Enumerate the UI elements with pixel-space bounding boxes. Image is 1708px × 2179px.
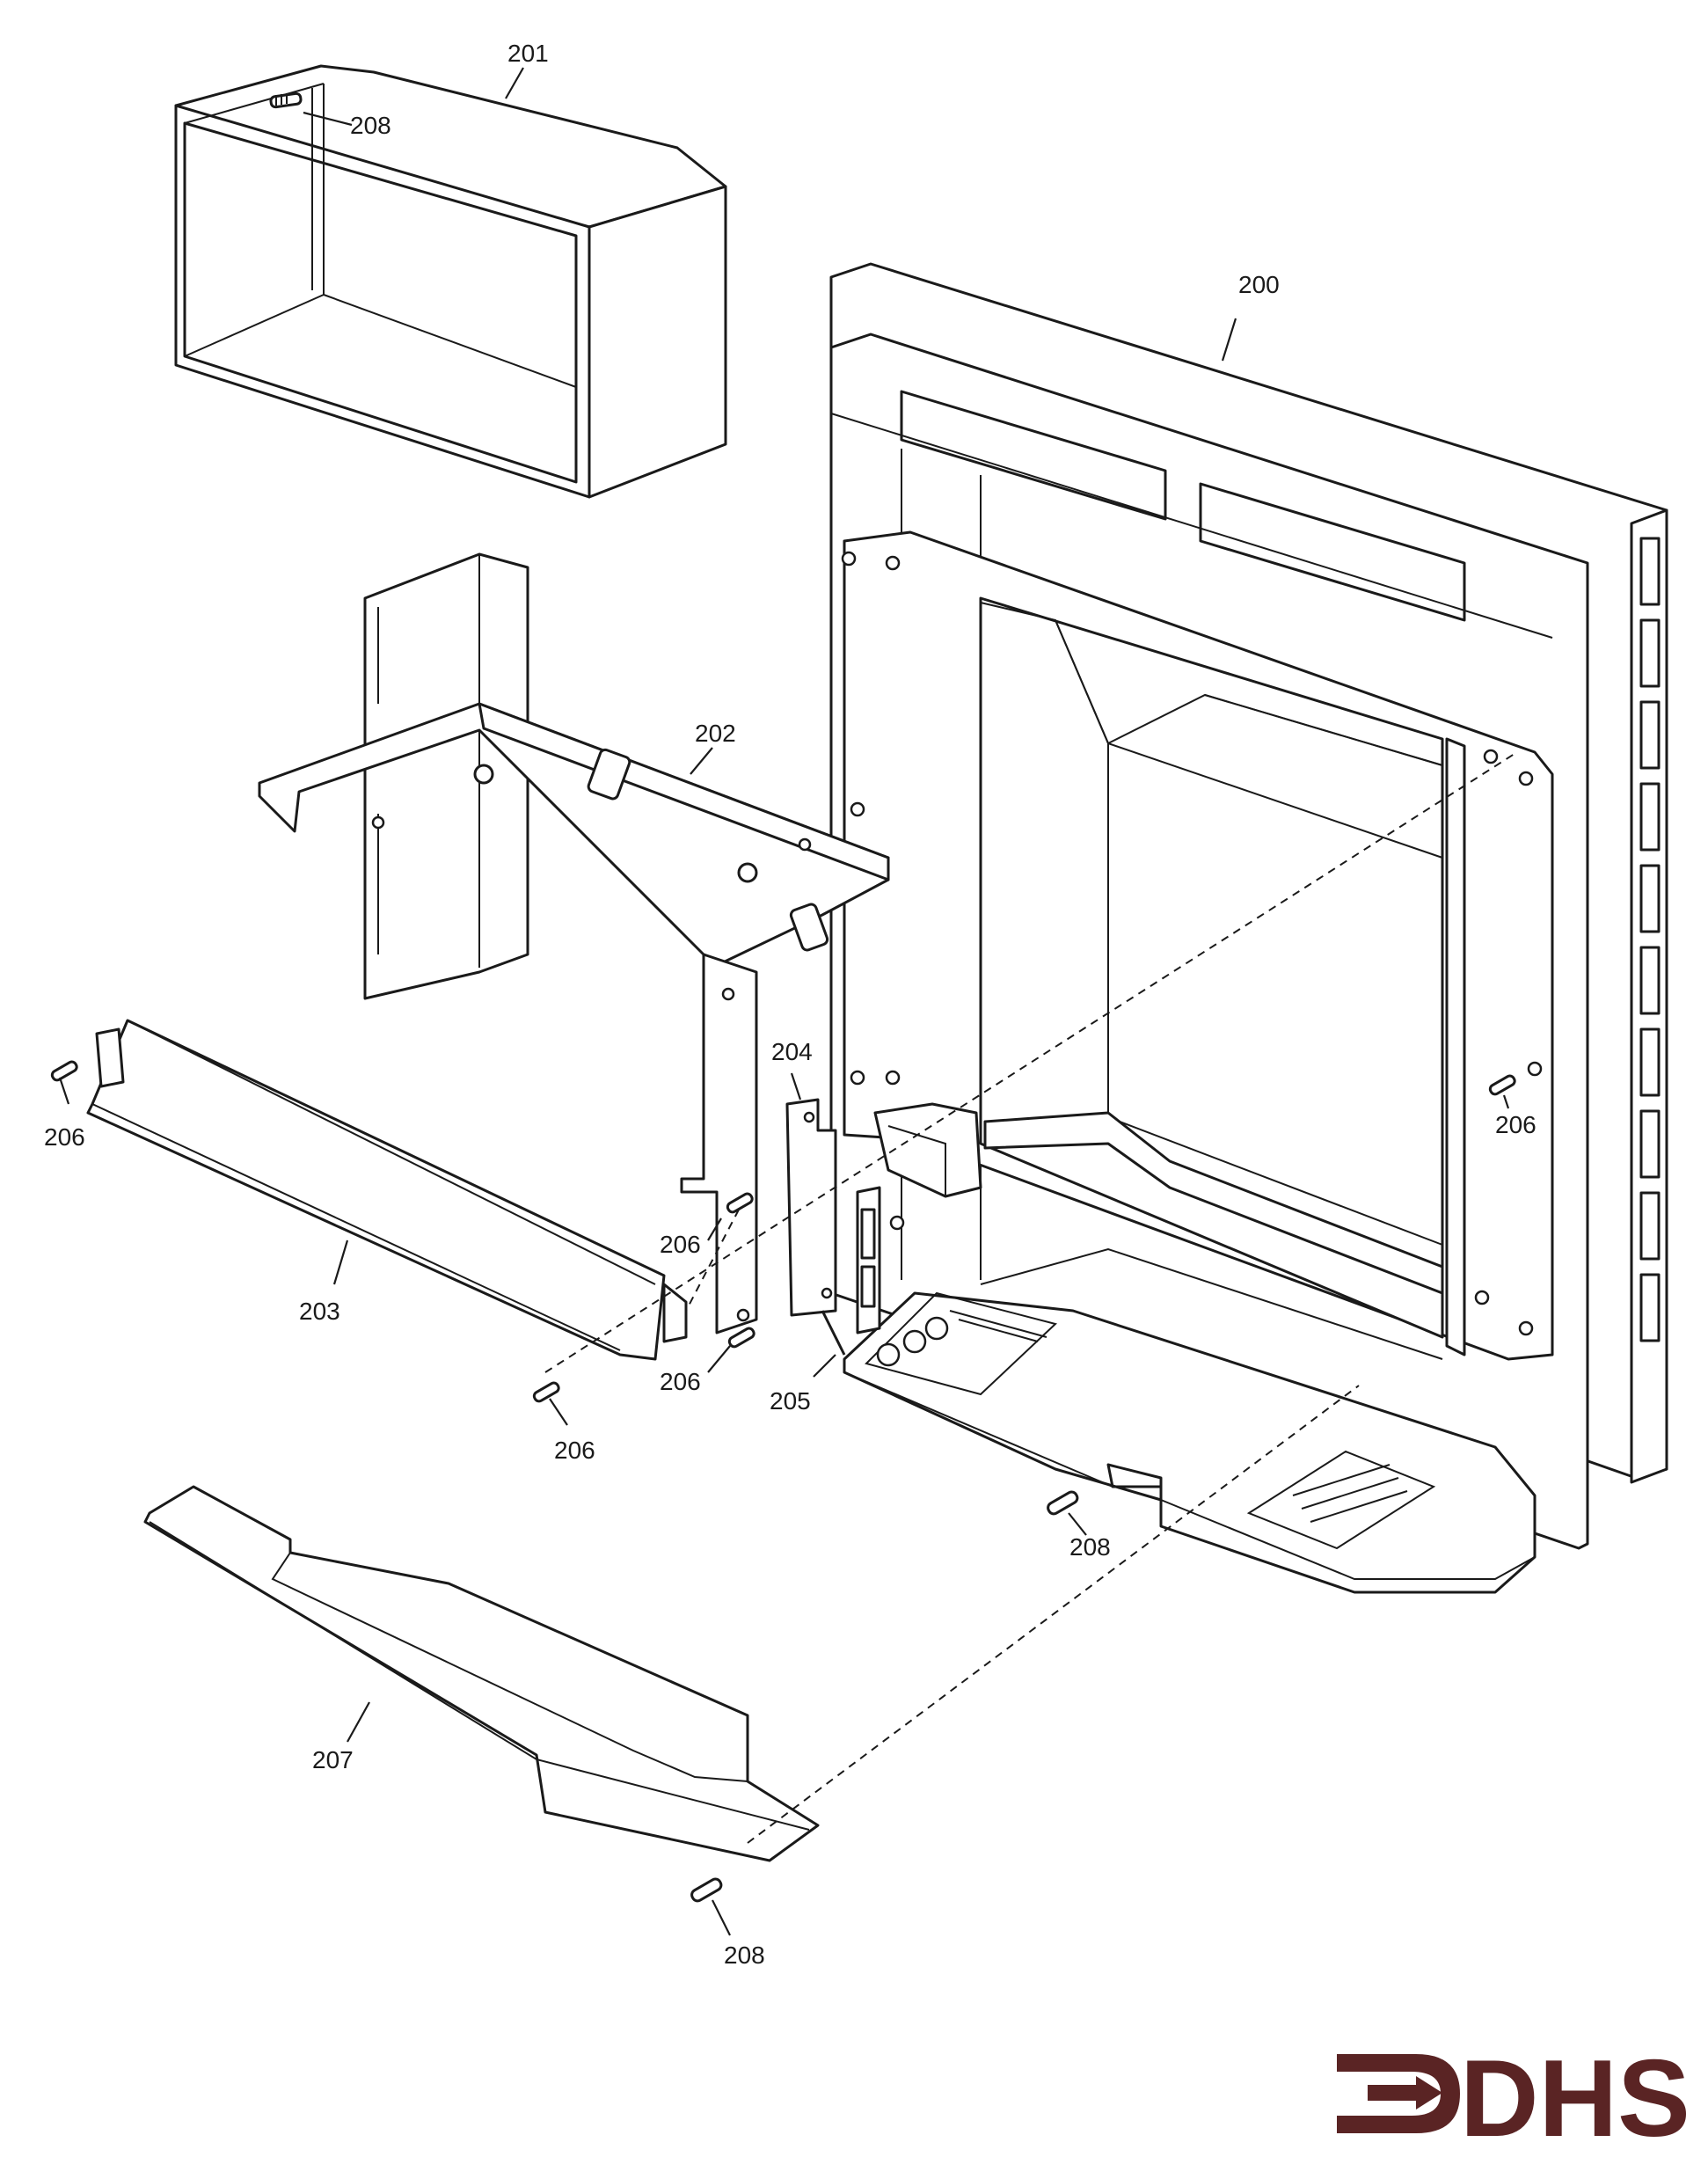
- screw-206-left: [50, 1060, 78, 1082]
- dhs-logo-text: DHS: [1460, 2038, 1690, 2160]
- label-208-bottom: 208: [724, 1941, 765, 1969]
- screw-208-bottom: [690, 1877, 723, 1903]
- label-202: 202: [695, 720, 736, 747]
- label-204: 204: [771, 1038, 813, 1065]
- label-206-left: 206: [44, 1123, 85, 1151]
- label-208-mid: 208: [1069, 1533, 1111, 1561]
- part-labels: 201 208 200 202 204 206 206 206 203 206 …: [44, 40, 1536, 1969]
- part-201-box: [174, 64, 727, 499]
- screw-206-low: [532, 1381, 560, 1403]
- dhs-logo: DHS: [1337, 2038, 1690, 2160]
- tray-hatching: [949, 1310, 1408, 1523]
- label-203: 203: [299, 1298, 340, 1325]
- label-206-mid-a: 206: [660, 1231, 701, 1258]
- label-207: 207: [312, 1746, 354, 1773]
- label-206-right: 206: [1495, 1111, 1536, 1138]
- screw-208-top: [269, 91, 303, 109]
- screw-206-mid-a: [726, 1192, 754, 1214]
- screw-206-mid-b: [727, 1327, 755, 1349]
- part-207-trim: [143, 1485, 820, 1862]
- dhs-logo-mark-icon: [1337, 2054, 1460, 2133]
- part-203-deflector: [86, 1019, 688, 1361]
- alignment-lines: [544, 751, 1518, 1844]
- label-201: 201: [507, 40, 549, 67]
- screw-206-right: [1488, 1074, 1516, 1096]
- label-208-top: 208: [350, 112, 391, 139]
- leader-lines: [58, 67, 1510, 1936]
- screw-208-mid: [1047, 1490, 1079, 1516]
- side-louvers: [1639, 537, 1661, 1342]
- label-206-mid-b: 206: [660, 1368, 701, 1395]
- part-204-plate: [785, 1098, 837, 1317]
- label-200: 200: [1238, 271, 1280, 298]
- part-200-frame: [829, 262, 1668, 1594]
- label-205: 205: [770, 1387, 811, 1415]
- part-202-bracket: [258, 552, 890, 1334]
- label-206-low: 206: [554, 1437, 595, 1464]
- part-205-control: [821, 1186, 881, 1356]
